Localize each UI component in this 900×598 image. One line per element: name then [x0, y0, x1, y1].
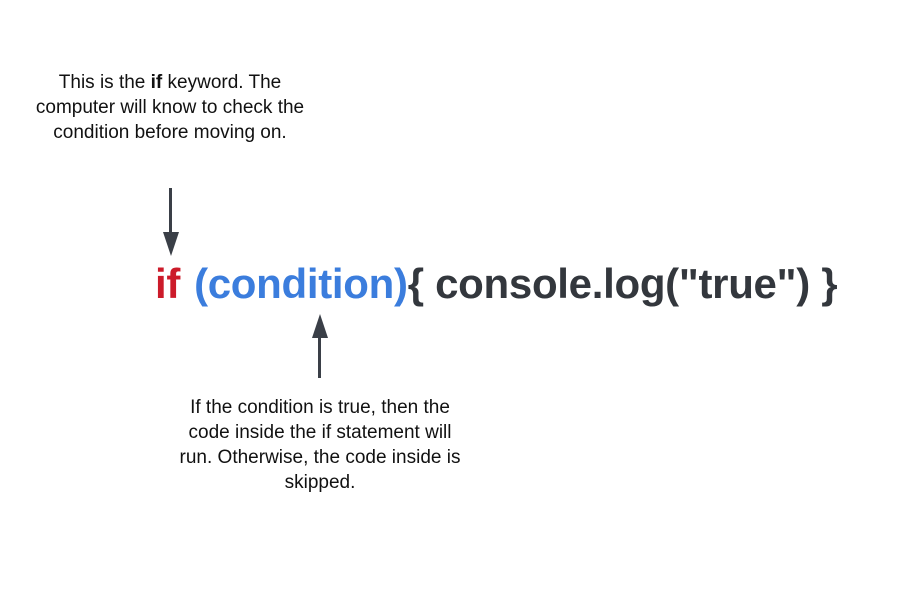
if-keyword: if: [155, 260, 181, 307]
condition-expression: (condition): [194, 260, 408, 307]
condition-annotation: If the condition is true, then the code …: [179, 397, 461, 493]
down-arrow-icon: [163, 188, 179, 256]
annotation-bold-keyword: if: [150, 72, 163, 93]
if-keyword-annotation: This is the if keyword. The computer wil…: [30, 70, 310, 145]
annotation-text: keyword. The computer will know to check…: [35, 72, 305, 143]
code-block: { console.log("true") }: [407, 260, 838, 307]
if-statement-code: if (condition){ console.log("true") }: [155, 256, 838, 312]
annotation-text: This is the: [58, 72, 151, 93]
up-arrow-icon: [312, 314, 328, 378]
